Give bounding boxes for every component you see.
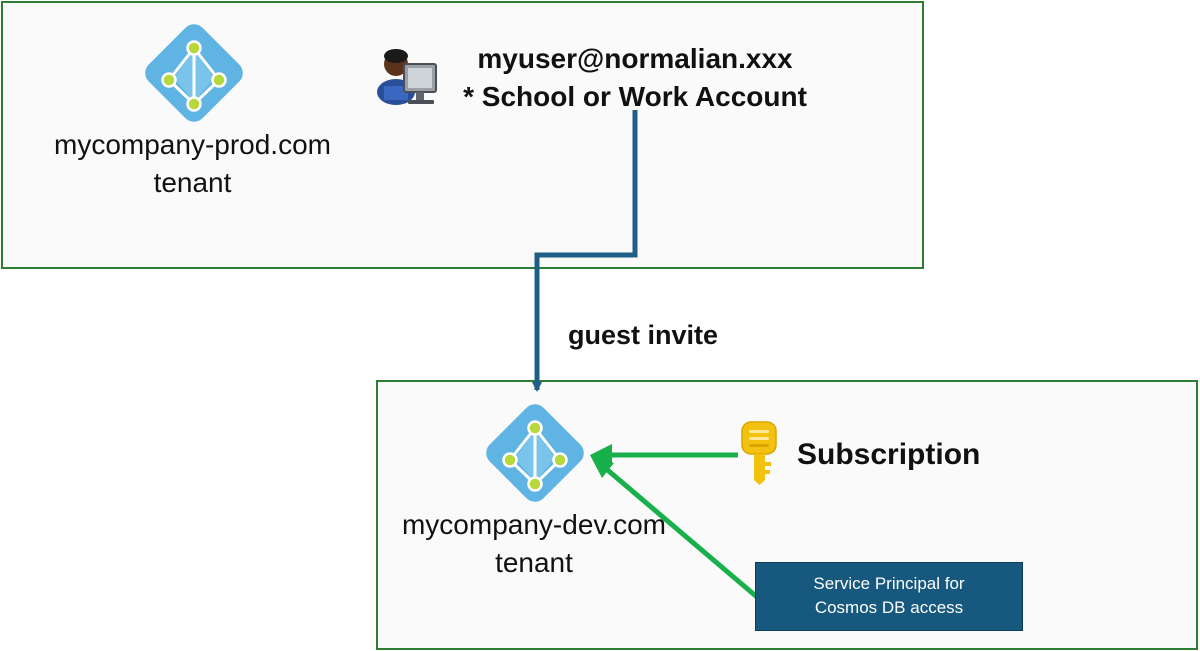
service-principal-line1: Service Principal for (813, 574, 965, 593)
user-email: myuser@normalian.xxx (477, 43, 793, 74)
prod-tenant-box (1, 1, 924, 269)
dev-tenant-name: mycompany-dev.com tenant (372, 506, 696, 582)
prod-tenant-name: mycompany-prod.com tenant (20, 126, 365, 202)
dev-tenant-domain: mycompany-dev.com (401, 509, 666, 540)
guest-invite-label: guest invite (568, 320, 719, 350)
prod-tenant-domain: mycompany-prod.com (54, 129, 331, 160)
entra-id-tenant-icon (486, 404, 584, 502)
service-principal-arrow (602, 465, 759, 599)
prod-tenant-suffix: tenant (153, 167, 232, 198)
guest-invite-connector (532, 110, 638, 392)
dev-tenant-suffix: tenant (495, 547, 573, 578)
user-at-computer-icon (377, 49, 437, 105)
service-principal-arrowhead (590, 455, 614, 478)
key-icon (741, 421, 777, 485)
user-account-type: * School or Work Account (463, 81, 807, 112)
entra-id-tenant-icon (145, 24, 243, 122)
subscription-label: Subscription (797, 438, 981, 471)
service-principal-box: Service Principal for Cosmos DB access (755, 562, 1023, 631)
service-principal-line2: Cosmos DB access (814, 598, 964, 617)
user-account-label: myuser@normalian.xxx * School or Work Ac… (440, 40, 830, 116)
